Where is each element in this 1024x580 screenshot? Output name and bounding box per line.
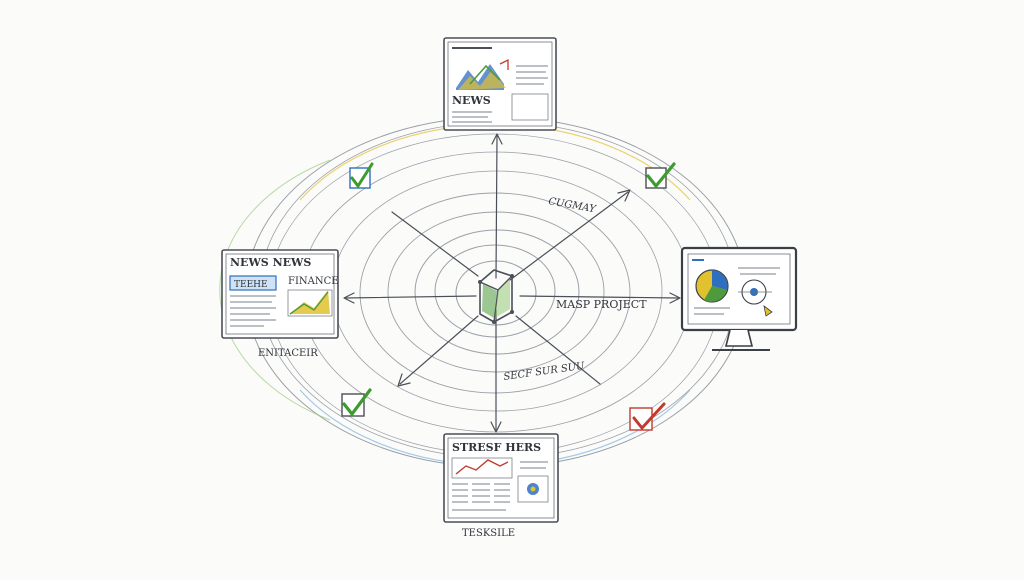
bottom-line-chart-icon [451,457,513,479]
check-upper-left-icon [349,162,374,189]
right-text-lines [694,267,780,315]
bottom-gauge-icon [527,483,539,495]
node-top-news-page: NEWS [443,37,557,131]
left-node-subtitle: FINANCE [288,276,339,287]
right-pie-chart-icon [695,269,729,303]
check-lower-right-icon [629,402,666,431]
left-node-badge: TEEHE [234,280,268,290]
bottom-node-title: STRESF HERS [452,441,541,454]
node-right-analytics-monitor [680,246,798,351]
top-mountain-chart-icon [456,58,509,90]
hub-arrows [343,133,681,433]
bottom-node-caption: TESKSILE [462,528,515,539]
monitor-stand [724,329,754,347]
left-area-chart-icon [287,289,333,317]
top-node-title: NEWS [452,94,491,107]
right-orbit-chart-icon [738,279,773,317]
check-lower-left-icon [341,388,372,417]
left-text-lines [230,295,276,327]
upper-label: CUGMAY [547,196,597,215]
check-upper-right-icon [645,162,676,189]
left-node-caption: ENITACEIR [258,348,318,359]
hub-cube-icon [478,269,514,324]
top-text-lines [452,65,548,123]
center-label: MASP PROJECT [556,298,647,311]
left-badge-box [229,275,277,291]
bottom-text-lines [452,461,548,511]
node-left-finance-page: NEWS NEWS TEEHE FINANCE ENITACEIR [221,249,339,359]
node-bottom-report-page: STRESF HERS TESKSILE [443,433,559,539]
left-node-title: NEWS NEWS [230,256,311,269]
